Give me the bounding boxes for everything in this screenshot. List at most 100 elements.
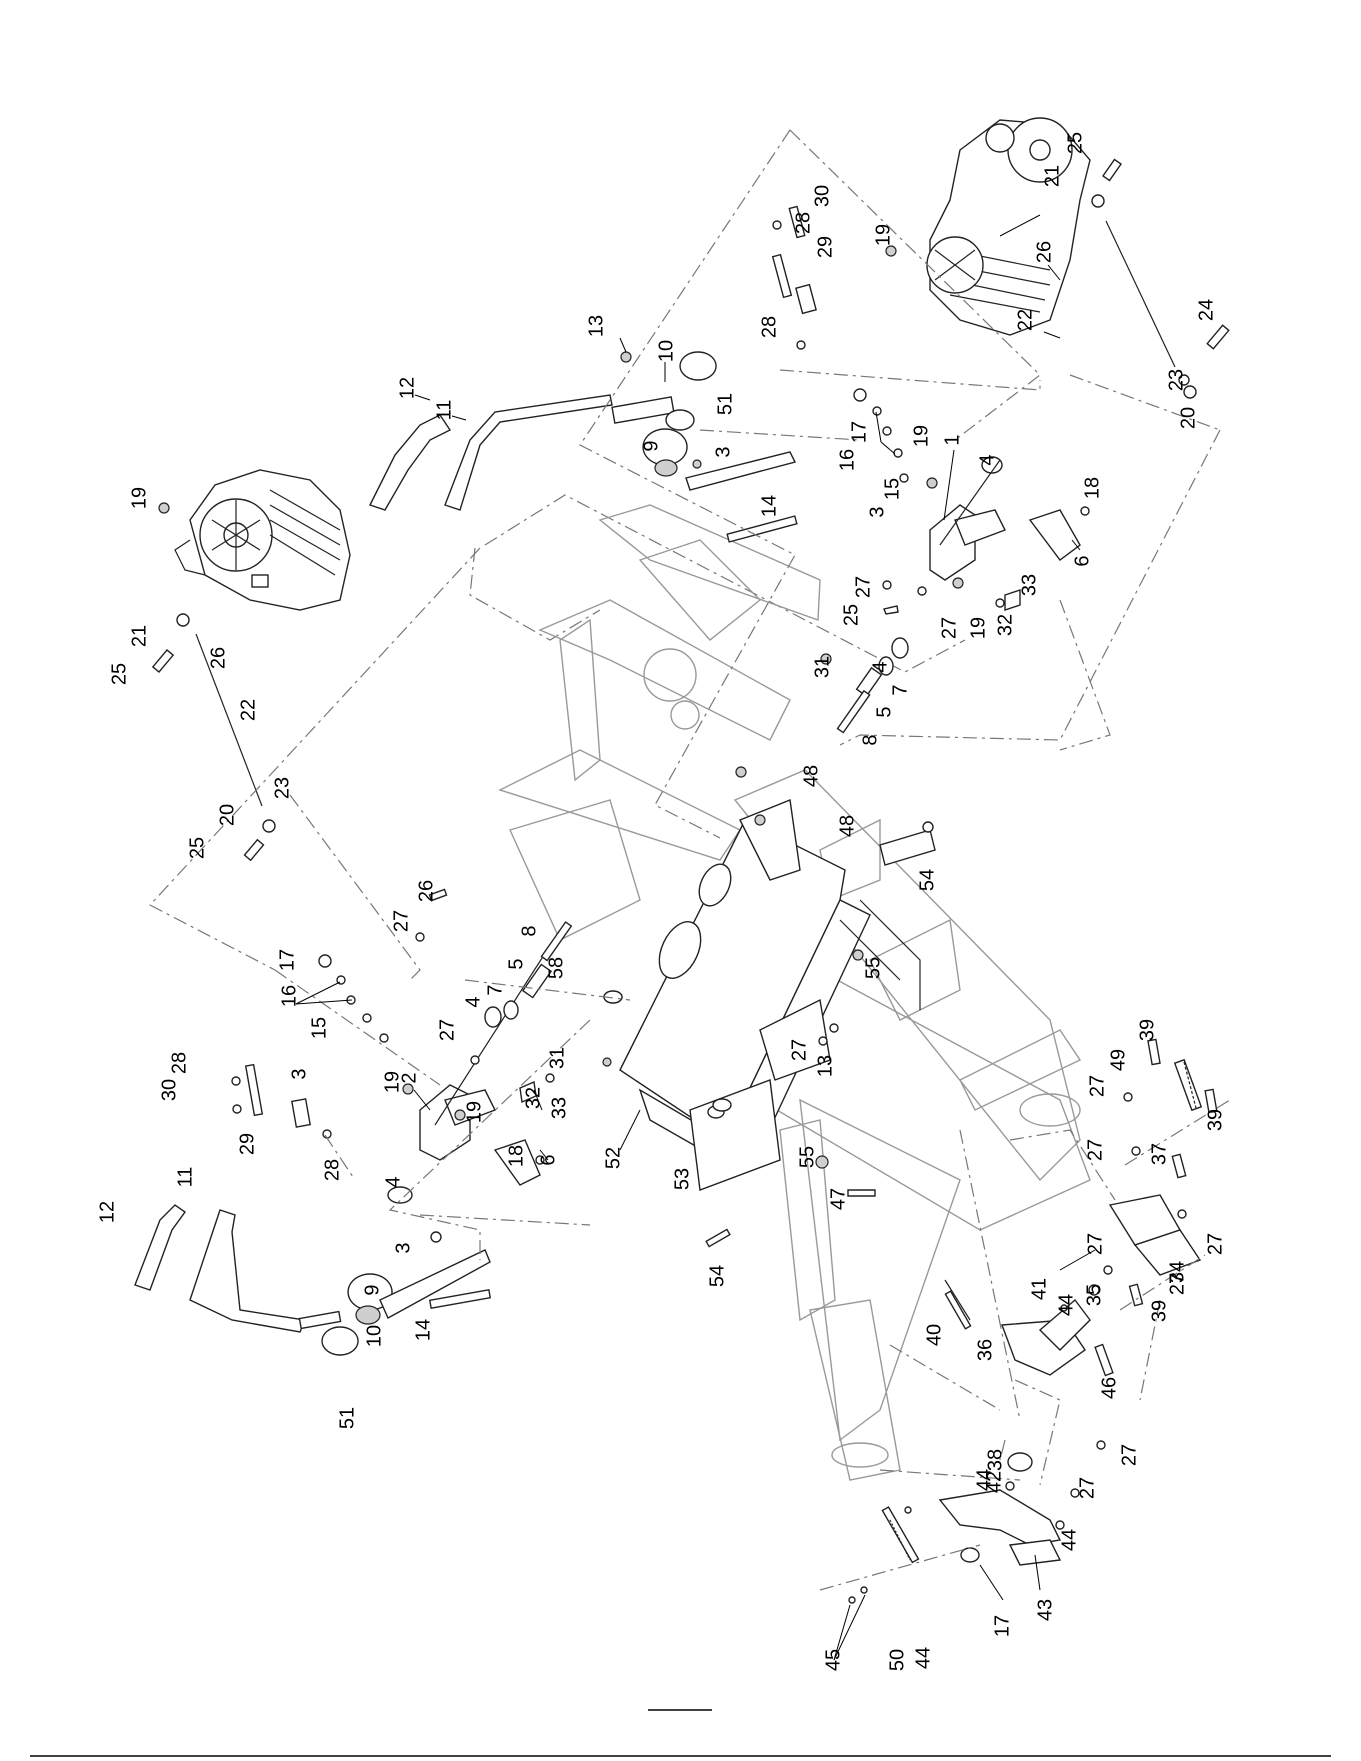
callout-label: 4 (869, 661, 891, 672)
callout-label: 8 (518, 925, 540, 936)
callout-label: 4 (976, 454, 998, 465)
callout-label: 29 (814, 236, 836, 258)
callout-label: 25 (1064, 132, 1086, 154)
callout-label: 32 (522, 1087, 544, 1109)
callout-label: 9 (640, 440, 662, 451)
callout-label: 55 (796, 1146, 818, 1168)
callout-label: 13 (814, 1055, 836, 1077)
callout-label: 27 (852, 576, 874, 598)
callout-label: 4 (382, 1176, 404, 1187)
callout-label: 15 (881, 478, 903, 500)
callout-label: 27 (436, 1019, 458, 1041)
callout-label: 45 (822, 1649, 844, 1671)
callout-label: 34 (1166, 1261, 1188, 1283)
callout-label: 1 (941, 434, 963, 445)
callout-label: 48 (836, 815, 858, 837)
callout-label: 33 (1018, 574, 1040, 596)
callout-label: 11 (433, 400, 455, 421)
callout-label: 27 (1166, 1273, 1188, 1295)
callout-label: 5 (873, 706, 895, 717)
callout-label: 30 (811, 185, 833, 207)
callout-label: 44 (1058, 1529, 1080, 1551)
callout-label: 28 (758, 316, 780, 338)
callout-label: 27 (1086, 1075, 1108, 1097)
callout-label: 19 (910, 425, 932, 447)
callout-label: 23 (1165, 369, 1187, 391)
callout-label: 48 (800, 765, 822, 787)
callout-label: 19 (381, 1071, 403, 1093)
callout-label: 39 (1136, 1019, 1158, 1041)
callout-label: 27 (938, 617, 960, 639)
top-control-lever (369, 351, 798, 543)
center-bracket (603, 799, 921, 1191)
callout-label: 49 (1107, 1049, 1129, 1071)
callout-label: 23 (271, 777, 293, 799)
callout-label: 51 (336, 1407, 358, 1429)
callout-label: 39 (1148, 1300, 1170, 1322)
left-gas-spring (231, 1063, 332, 1139)
callout-label: 16 (278, 985, 300, 1007)
brake-linkage (848, 1038, 1218, 1604)
callout-label: 35 (1083, 1284, 1105, 1306)
callout-label: 3 (288, 1068, 310, 1079)
callout-label: 5 (505, 958, 527, 969)
callout-label: 14 (412, 1319, 434, 1341)
callout-label: 12 (96, 1201, 118, 1223)
callout-label: 28 (168, 1052, 190, 1074)
callout-label: 2 (398, 1072, 420, 1083)
callout-label: 10 (363, 1325, 385, 1347)
callout-label: 54 (916, 869, 938, 891)
callout-label: 12 (396, 377, 418, 399)
callout-label: 31 (811, 656, 833, 678)
callout-label: 36 (974, 1339, 996, 1361)
callout-label: 44 (1055, 1294, 1077, 1316)
callout-label: 25 (186, 837, 208, 859)
callout-label: 40 (923, 1324, 945, 1346)
left-transmission (158, 469, 351, 611)
callout-label: 6 (537, 1154, 559, 1165)
left-pivot-assembly (318, 888, 573, 1243)
callout-label: 19 (872, 224, 894, 246)
callout-label: 6 (1071, 555, 1093, 566)
callout-label: 27 (1204, 1233, 1226, 1255)
callout-label: 11 (174, 1167, 196, 1188)
callout-label: 39 (1204, 1109, 1226, 1131)
callout-label: 25 (108, 663, 130, 685)
callout-label: 28 (321, 1159, 343, 1181)
right-linkage-rod (1091, 158, 1230, 399)
callout-label: 53 (671, 1168, 693, 1190)
callout-label: 22 (1014, 309, 1036, 331)
center-hardware (602, 766, 936, 1248)
callout-label: 32 (994, 614, 1016, 636)
callout-label: 46 (1098, 1377, 1120, 1399)
callout-label: 15 (308, 1017, 330, 1039)
callout-label: 44 (912, 1647, 934, 1669)
callout-label: 18 (505, 1145, 527, 1167)
callout-label: 22 (237, 699, 259, 721)
callout-label: 58 (545, 957, 567, 979)
callout-label: 41 (1028, 1278, 1050, 1300)
callout-label: 29 (236, 1133, 258, 1155)
callout-label: 7 (484, 984, 506, 995)
callout-label: 14 (758, 495, 780, 517)
callout-label: 8 (859, 734, 881, 745)
callout-label: 3 (866, 506, 888, 517)
callout-label: 21 (128, 625, 150, 647)
callout-label: 50 (886, 1649, 908, 1671)
callout-label: 47 (827, 1188, 849, 1210)
callout-label: 16 (836, 449, 858, 471)
callout-label: 19 (128, 487, 150, 509)
callout-label: 7 (889, 684, 911, 695)
callout-label: 27 (1084, 1233, 1106, 1255)
callout-label: 27 (1118, 1444, 1140, 1466)
guide-lines (149, 129, 1231, 1591)
callout-label: 55 (862, 957, 884, 979)
callout-label: 18 (1081, 477, 1103, 499)
callout-label: 21 (1041, 165, 1063, 187)
callout-label: 24 (1195, 299, 1217, 321)
callout-label: 54 (706, 1265, 728, 1287)
callout-label: 27 (788, 1039, 810, 1061)
callout-label: 9 (361, 1284, 383, 1295)
